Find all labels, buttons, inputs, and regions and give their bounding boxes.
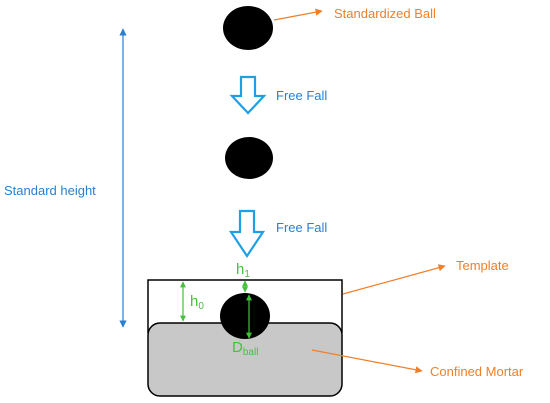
confined-mortar-label: Confined Mortar xyxy=(430,364,524,379)
ball-middle xyxy=(225,137,273,179)
template-outline xyxy=(147,279,343,333)
template-pointer xyxy=(342,264,446,295)
free-fall-label-2: Free Fall xyxy=(276,220,327,235)
standard-height-label: Standard height xyxy=(4,183,96,198)
ball-embedded xyxy=(220,293,270,339)
confined-mortar-pointer xyxy=(311,349,423,374)
d-ball-label: Dball xyxy=(232,339,258,358)
h1-label: h1 xyxy=(236,261,250,280)
standardized-ball-pointer xyxy=(273,8,323,21)
ball-top xyxy=(223,6,273,50)
free-fall-arrow-1 xyxy=(229,75,267,115)
h0-label: h0 xyxy=(190,293,204,312)
free-fall-arrow-2 xyxy=(228,209,266,258)
standardized-ball-label: Standardized Ball xyxy=(334,6,436,21)
free-fall-label-1: Free Fall xyxy=(276,88,327,103)
template-label: Template xyxy=(456,258,509,273)
